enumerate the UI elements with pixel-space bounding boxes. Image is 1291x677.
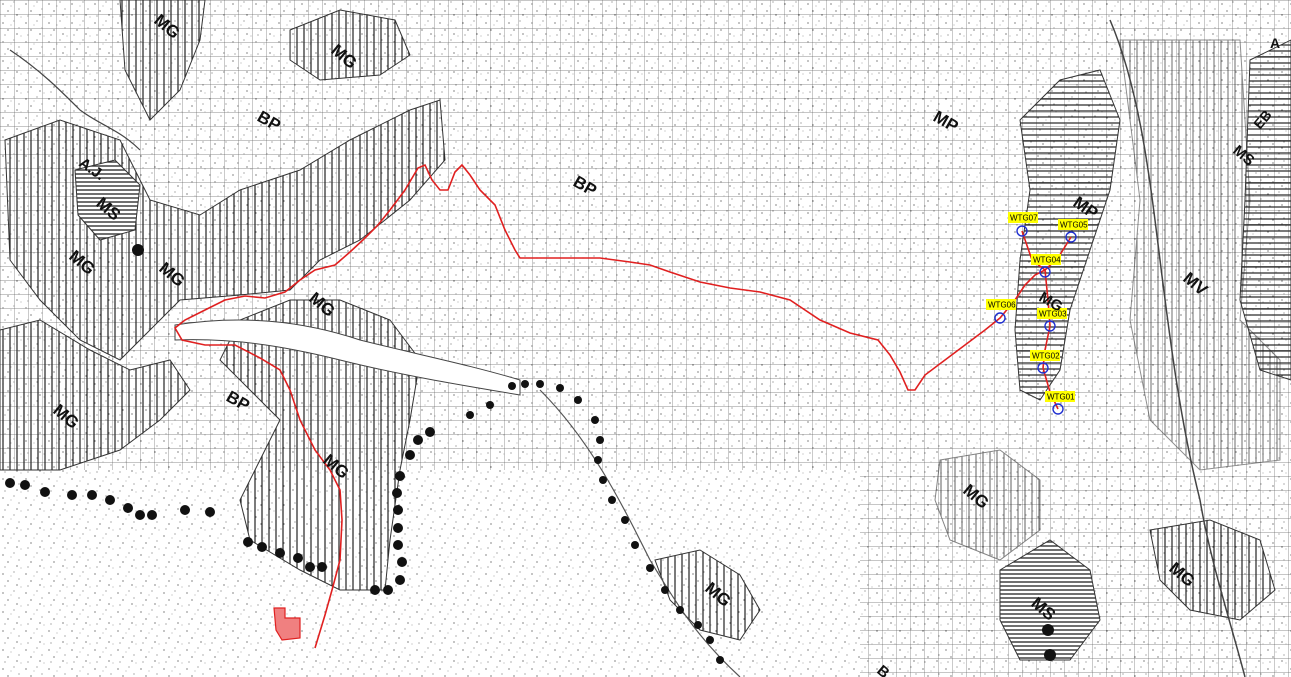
valley-band bbox=[174, 319, 521, 396]
turbine-label: WTG01 bbox=[1047, 393, 1075, 402]
turbine-label-bg bbox=[1031, 254, 1061, 265]
turbine-label-bg bbox=[986, 299, 1016, 310]
turbine-marker-icon bbox=[1044, 320, 1056, 332]
zone-ms-bottom bbox=[999, 539, 1101, 661]
cable-route-main bbox=[173, 163, 1046, 649]
zone-mg-topleft bbox=[119, 0, 206, 121]
turbine-label: WTG07 bbox=[1010, 214, 1038, 223]
zone-eb bbox=[1239, 39, 1291, 381]
turbine-wtg05: WTG05 bbox=[1058, 219, 1088, 243]
river-channel-right bbox=[1109, 19, 1246, 677]
substation-area bbox=[273, 607, 301, 641]
turbine-label-bg bbox=[1058, 219, 1088, 230]
zone-mg-top bbox=[289, 9, 411, 81]
boundary-dots bbox=[5, 244, 1056, 664]
turbine-marker-icon bbox=[994, 312, 1006, 324]
zone-mg-lower-right bbox=[934, 449, 1041, 561]
turbine-label: WTG04 bbox=[1033, 256, 1061, 265]
turbine-label-bg bbox=[1045, 391, 1075, 402]
turbine-wtg07: WTG07 bbox=[1008, 212, 1038, 237]
road-lower bbox=[539, 389, 741, 677]
turbine-marker-icon bbox=[1016, 225, 1028, 237]
turbine-label: WTG06 bbox=[988, 301, 1016, 310]
substation bbox=[273, 607, 301, 641]
turbine-label-bg bbox=[1008, 212, 1038, 223]
zone-ms-left bbox=[74, 159, 141, 241]
turbine-marker-icon bbox=[1037, 362, 1049, 374]
turbine-marker-icon bbox=[1039, 266, 1051, 278]
turbine-wtg04: WTG04 bbox=[1031, 254, 1061, 278]
zone-mg-bottom-center bbox=[654, 549, 761, 641]
turbine-wtg01: WTG01 bbox=[1045, 391, 1075, 415]
turbine-wtg06: WTG06 bbox=[986, 299, 1016, 324]
turbine-wtg03: WTG03 bbox=[1037, 308, 1067, 332]
hatched-zones bbox=[0, 0, 1291, 661]
turbine-wtg02: WTG02 bbox=[1030, 350, 1060, 374]
turbine-marker-icon bbox=[1065, 231, 1077, 243]
zone-mg-left-lower bbox=[0, 319, 191, 471]
turbine-label: WTG03 bbox=[1039, 310, 1067, 319]
turbine-label-bg bbox=[1030, 350, 1060, 361]
turbine-label-bg bbox=[1037, 308, 1067, 319]
turbine-marker-icon bbox=[1052, 403, 1064, 415]
zone-mg-bottom-right bbox=[1149, 519, 1276, 621]
river-channel-left bbox=[9, 49, 141, 151]
turbine-label: WTG02 bbox=[1032, 352, 1060, 361]
label-a-corner: A bbox=[1270, 35, 1280, 51]
turbine-label: WTG05 bbox=[1060, 221, 1088, 230]
